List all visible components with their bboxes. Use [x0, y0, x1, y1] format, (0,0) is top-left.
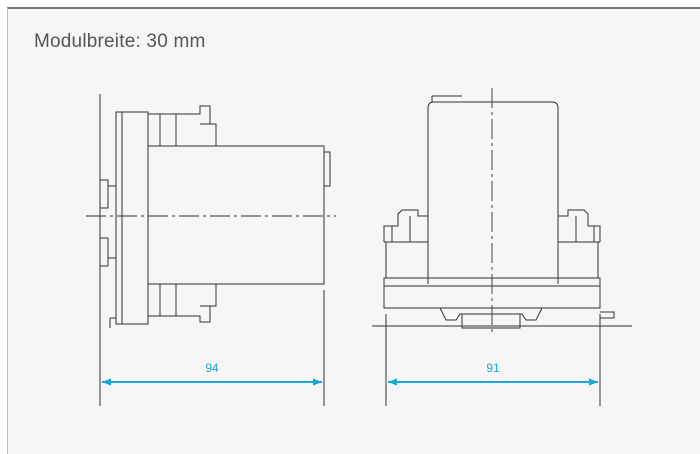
module-width-caption: Modulbreite: 30 mm [34, 31, 206, 52]
base-plate [115, 111, 149, 325]
front-view [372, 95, 632, 329]
housing-body [147, 145, 325, 285]
rail-end [600, 311, 615, 319]
lower-terminal-block [148, 283, 217, 323]
left-terminal-block [383, 209, 428, 242]
din-clip-top [100, 179, 109, 209]
rail-clip-feet [439, 307, 543, 321]
front-cover-lip [323, 151, 331, 187]
dimension-label-91: 91 [486, 361, 500, 375]
upper-terminal-block [148, 105, 217, 147]
dimension-side [99, 290, 325, 406]
right-terminal-block [558, 209, 601, 242]
dimension-front [385, 314, 601, 406]
dimension-label-94: 94 [205, 361, 219, 375]
side-view [99, 94, 331, 358]
din-clip-bottom [100, 237, 109, 267]
front-housing [427, 101, 559, 284]
